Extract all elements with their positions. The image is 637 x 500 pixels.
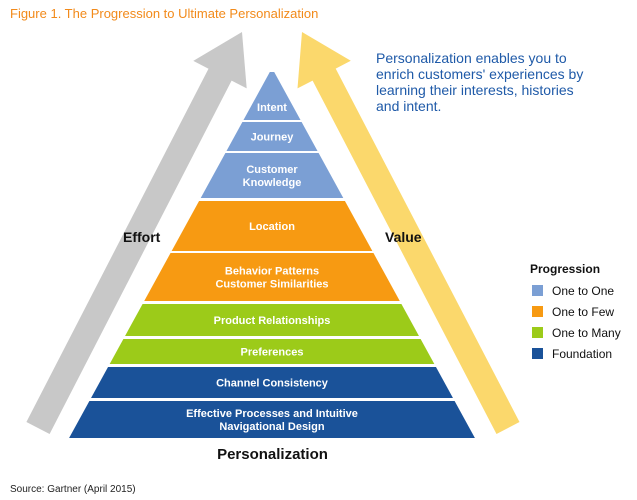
value-arrow [297, 32, 520, 434]
pyramid: IntentJourneyCustomerKnowledgeLocationBe… [68, 68, 476, 440]
tier-label: Navigational Design [219, 421, 324, 433]
tier-shape [243, 72, 301, 120]
tier-label: Effective Processes and Intuitive [186, 408, 358, 420]
tier-label: Preferences [241, 347, 304, 359]
legend-item: Foundation [530, 343, 621, 364]
tier-label: Intent [257, 102, 287, 114]
legend-item: One to Few [530, 301, 621, 322]
legend-label: One to Few [552, 304, 615, 319]
tier-label: Customer Similarities [215, 279, 328, 291]
figure-title: Figure 1. The Progression to Ultimate Pe… [10, 6, 319, 21]
tier-label: Knowledge [243, 177, 302, 189]
tier-label: Location [249, 221, 295, 233]
pyramid-tier: Preferences [109, 339, 435, 364]
legend-item: One to Many [530, 322, 621, 343]
legend-swatch [532, 327, 543, 338]
pyramid-tier: Effective Processes and IntuitiveNavigat… [69, 401, 475, 438]
tier-label: Behavior Patterns [225, 266, 319, 278]
legend-swatch [532, 348, 543, 359]
pyramid-tier: Journey [226, 122, 318, 151]
tier-shape [69, 401, 475, 438]
tier-shape [226, 122, 318, 151]
tier-shape [91, 367, 453, 398]
tier-shape [109, 339, 435, 364]
pyramid-tier: Channel Consistency [91, 367, 453, 398]
tier-label: Product Relationships [214, 315, 331, 327]
legend-title: Progression [530, 262, 601, 276]
legend-swatch [532, 285, 543, 296]
pyramid-tier: Intent [243, 72, 301, 120]
tier-shape [171, 201, 373, 251]
tier-shape [125, 304, 419, 336]
tier-shape [200, 153, 344, 198]
legend-label: One to One [552, 283, 615, 298]
tier-label: Channel Consistency [216, 378, 329, 390]
tier-label: Customer [246, 164, 298, 176]
tier-shape [144, 253, 400, 301]
pyramid-base-label: Personalization [217, 446, 328, 463]
tier-label: Journey [251, 132, 295, 144]
pyramid-tier: Location [171, 201, 373, 251]
legend-swatch [532, 306, 543, 317]
description-text: Personalization enables you to enrich cu… [376, 50, 584, 114]
arrows-group [26, 32, 520, 434]
source-note: Source: Gartner (April 2015) [10, 484, 136, 495]
effort-label: Effort [123, 229, 161, 245]
legend-label: Foundation [552, 346, 613, 361]
legend-label: One to Many [552, 325, 621, 340]
legend-item: One to One [530, 280, 621, 301]
pyramid-tier: Product Relationships [125, 304, 419, 336]
value-label: Value [385, 229, 422, 245]
effort-arrow [26, 32, 247, 434]
